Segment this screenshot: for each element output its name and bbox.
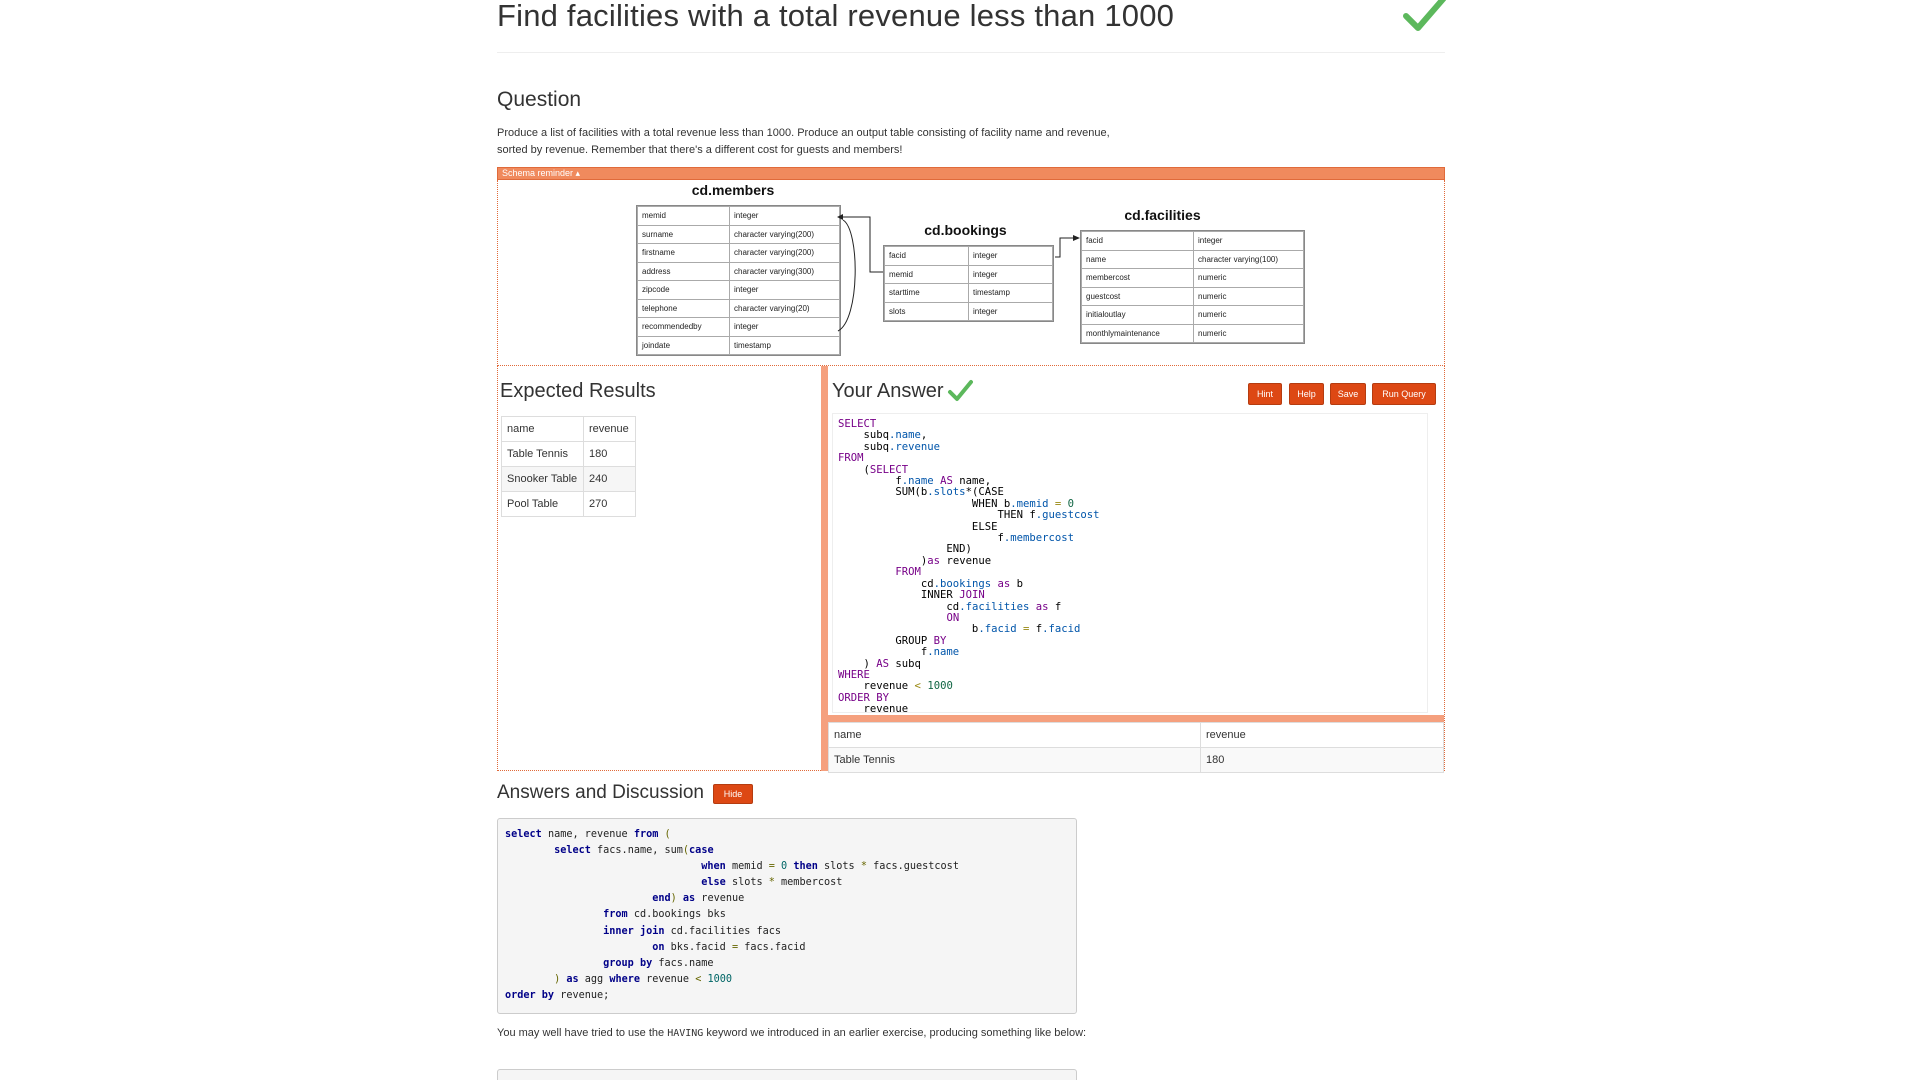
column-header: revenue: [1200, 722, 1444, 748]
expected-results-heading: Expected Results: [500, 380, 656, 402]
hint-button[interactable]: Hint: [1248, 383, 1282, 405]
check-icon: [1403, 0, 1446, 31]
table-cell: Snooker Table: [501, 466, 584, 492]
second-code-block: select facs.name, sum(case: [497, 1069, 1077, 1080]
page: Find facilities with a total revenue les…: [497, 0, 1446, 1080]
discussion-paragraph: You may well have tried to use the HAVIN…: [497, 1025, 1117, 1042]
table-cell: Table Tennis: [501, 441, 584, 467]
column-type: numeric: [1193, 268, 1304, 288]
column-type: integer: [968, 301, 1053, 321]
page-title: Find facilities with a total revenue les…: [497, 0, 1175, 33]
table-cell: 240: [583, 466, 636, 492]
column-name: slots: [884, 301, 969, 321]
relation-arrows: [837, 214, 1080, 332]
column-header: name: [828, 722, 1201, 748]
schema-reminder-toggle[interactable]: Schema reminder ▴: [497, 167, 1445, 180]
column-type: integer: [729, 206, 840, 226]
column-type: numeric: [1193, 323, 1304, 343]
column-type: integer: [1193, 231, 1304, 251]
column-name: monthlymaintenance: [1081, 323, 1194, 343]
vertical-splitter[interactable]: [821, 366, 828, 771]
table-cell: Table Tennis: [828, 747, 1201, 773]
answers-discussion-heading: Answers and Discussion: [497, 782, 704, 803]
save-button[interactable]: Save: [1330, 383, 1366, 405]
table-cell: Pool Table: [501, 491, 584, 517]
column-header: name: [501, 416, 584, 442]
column-name: surname: [637, 224, 730, 244]
horizontal-splitter[interactable]: [828, 715, 1444, 722]
table-cell: 270: [583, 491, 636, 517]
sql-editor[interactable]: SELECT subq.name, subq.revenue FROM (SEL…: [832, 413, 1428, 713]
question-text: Produce a list of facilities with a tota…: [497, 127, 1110, 156]
column-type: character varying(200): [729, 224, 840, 244]
hide-button[interactable]: Hide: [713, 784, 753, 804]
table-cell: 180: [583, 441, 636, 467]
run-query-button[interactable]: Run Query: [1372, 383, 1436, 405]
bookings-table-title: cd.bookings: [924, 222, 1007, 238]
table-cell: 180: [1200, 747, 1444, 773]
question-heading: Question: [497, 88, 582, 111]
column-header: revenue: [583, 416, 636, 442]
help-button[interactable]: Help: [1289, 383, 1324, 405]
inline-code: HAVING: [667, 1028, 704, 1039]
column-type: timestamp: [729, 335, 840, 355]
divider: [497, 52, 1445, 53]
members-table-title: cd.members: [691, 182, 775, 198]
answer-code-block: select name, revenue from ( select facs.…: [497, 818, 1077, 1014]
sql-code[interactable]: SELECT subq.name, subq.revenue FROM (SEL…: [838, 418, 1100, 713]
paragraph-text: You may well have tried to use the: [497, 1027, 668, 1039]
panel-border-left: [497, 366, 498, 771]
facilities-table-title: cd.facilities: [1124, 207, 1201, 223]
your-answer-heading: Your Answer: [832, 380, 944, 402]
panel-border-right: [1444, 366, 1445, 771]
column-name: joindate: [637, 335, 730, 355]
column-name: facid: [1081, 231, 1194, 251]
paragraph-text: keyword we introduced in an earlier exer…: [703, 1027, 1087, 1039]
check-icon: [948, 380, 973, 401]
